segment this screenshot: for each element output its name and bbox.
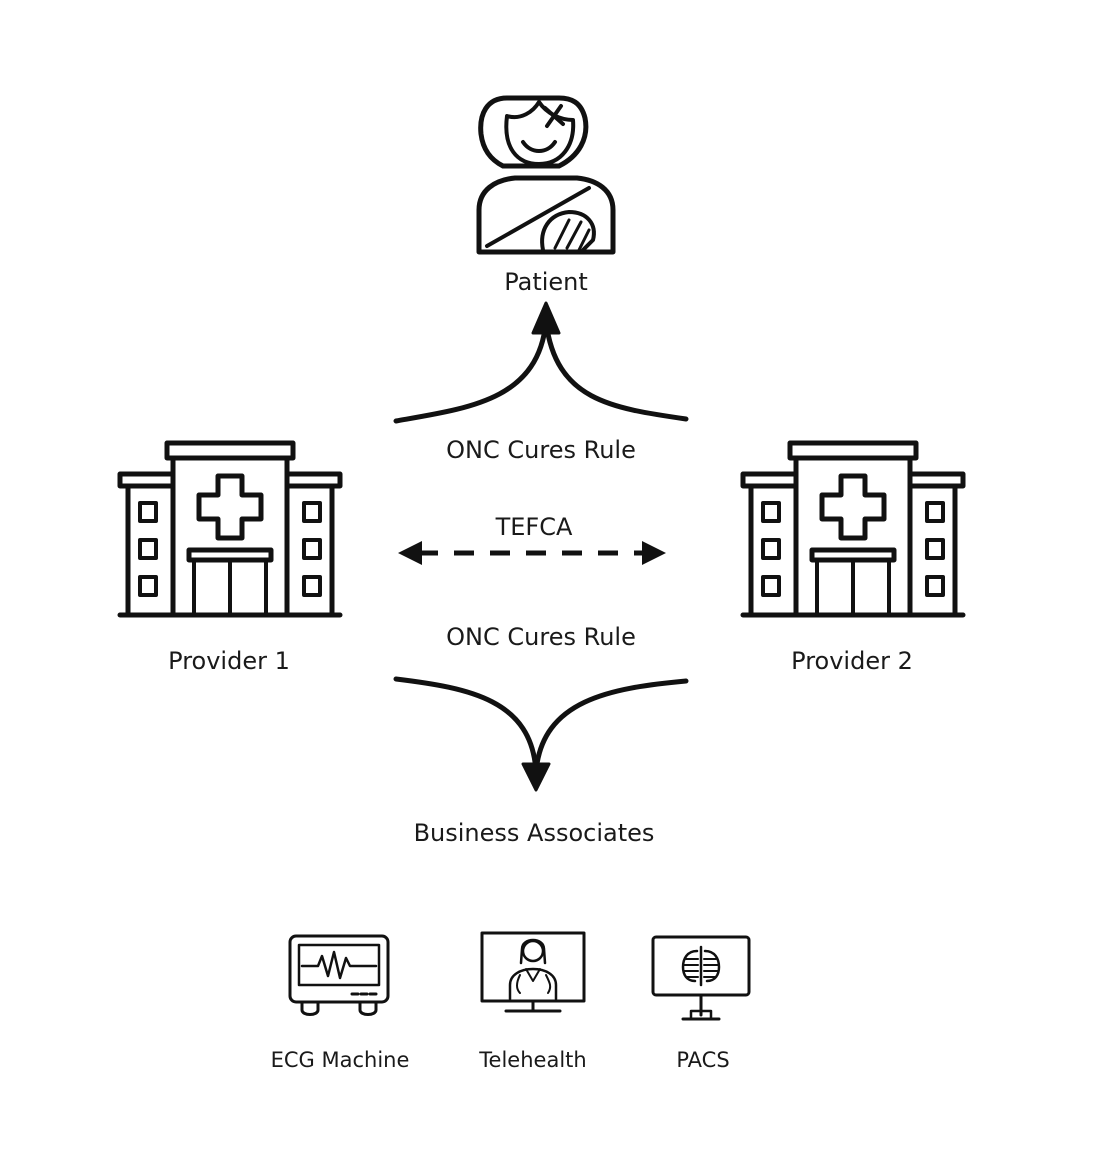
- provider1-hospital-icon: [120, 443, 340, 615]
- tefca-dashed-arrow: [398, 541, 666, 565]
- patient-icon: [476, 95, 616, 255]
- ecg-monitor-icon: [288, 934, 390, 1016]
- tefca-label: TEFCA: [495, 513, 573, 541]
- provider2-hospital-icon: [743, 443, 963, 615]
- onc-cures-rule-upper-label: ONC Cures Rule: [446, 436, 636, 464]
- provider2-label: Provider 2: [791, 647, 913, 675]
- telehealth-label: Telehealth: [479, 1048, 587, 1072]
- arrow-to-business-associates: [393, 676, 689, 792]
- ecg-machine-label: ECG Machine: [270, 1048, 410, 1072]
- onc-cures-rule-lower-label: ONC Cures Rule: [446, 623, 636, 651]
- provider1-label: Provider 1: [168, 647, 290, 675]
- telehealth-icon: [480, 931, 586, 1013]
- business-associates-label: Business Associates: [413, 819, 655, 847]
- arrow-to-patient: [393, 301, 689, 424]
- pacs-xray-icon: [651, 935, 751, 1021]
- pacs-label: PACS: [676, 1048, 730, 1072]
- patient-label: Patient: [504, 268, 588, 296]
